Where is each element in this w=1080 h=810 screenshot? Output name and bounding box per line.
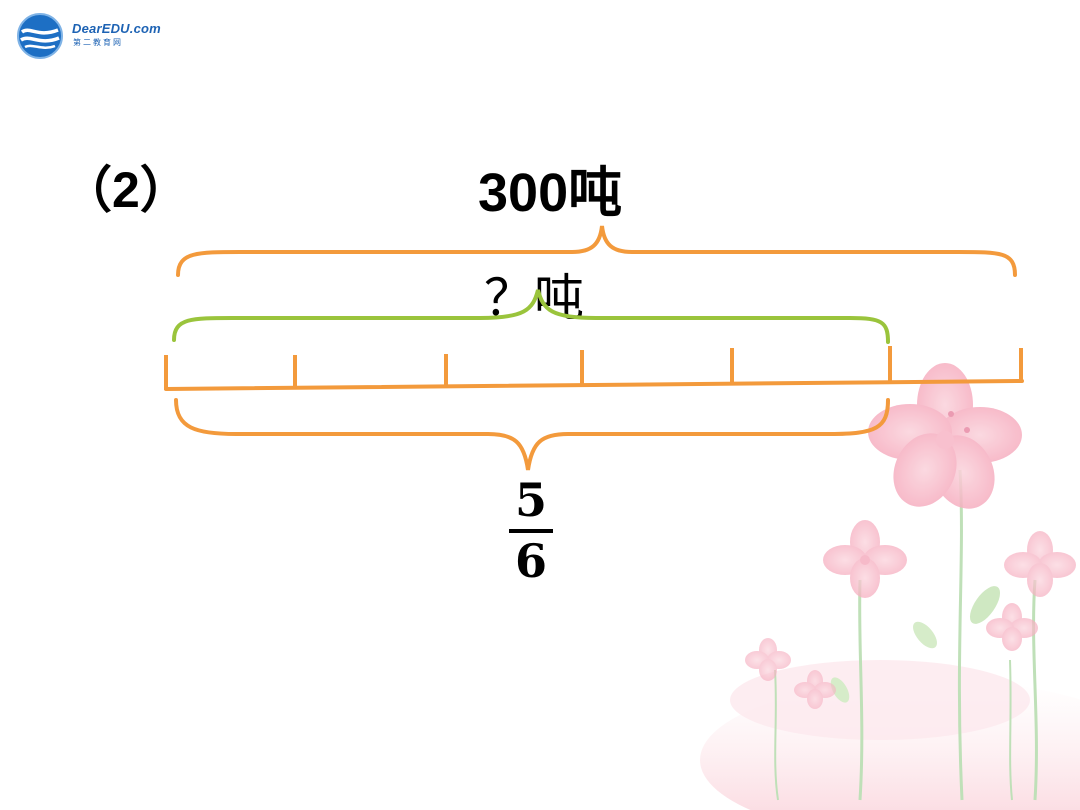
unknown-brace <box>172 289 890 344</box>
fraction-label: 5 6 <box>505 474 557 587</box>
base-line <box>164 379 1024 391</box>
fraction-brace <box>174 398 890 471</box>
logo-subtitle: 第二教育网 <box>73 38 123 47</box>
logo: DearEDU.com 第二教育网 <box>16 12 176 64</box>
fraction-numerator: 5 <box>514 473 547 527</box>
part-label: （2） <box>62 162 190 218</box>
logo-brand: DearEDU.com <box>72 21 161 36</box>
fraction-bar <box>509 529 553 533</box>
fraction-denominator: 6 <box>514 534 547 588</box>
total-label: 300吨 <box>478 163 623 223</box>
total-brace <box>176 225 1017 277</box>
wave-globe-icon <box>17 13 63 59</box>
